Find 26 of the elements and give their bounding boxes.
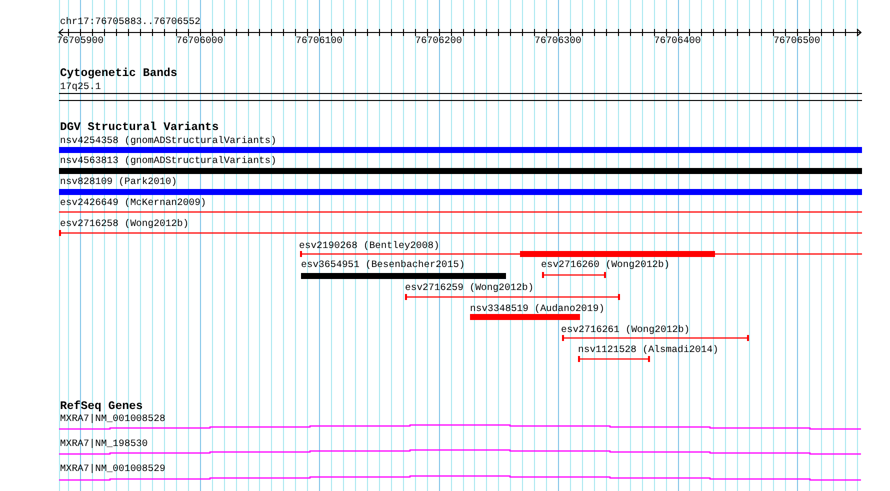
axis-tick-label: 76706300 [534,34,582,46]
axis-tick-label: 76706200 [415,34,462,46]
variant-label: esv2716261 (Wong2012b) [561,324,690,334]
variant-label: esv2716260 (Wong2012b) [541,259,670,270]
axis-tick-label: 76706000 [176,34,224,46]
gene-label: MXRA7|NM_001008528 [60,412,166,424]
variant-label: esv2716258 (Wong2012b) [60,218,189,228]
variant-label: esv2426649 (McKernan2009) [60,196,206,208]
axis-tick-label: 76706500 [773,34,820,46]
gene-label: MXRA7|NM_198530 [60,438,148,449]
gene-label: MXRA7|NM_001008529 [60,462,166,474]
variant-label: esv2716259 (Wong2012b) [405,282,534,293]
track-title: DGV Structural Variants [60,121,219,134]
variant-label: nsv3348519 (Audano2019) [470,303,605,314]
axis-tick-label: 76706100 [296,34,342,46]
variant-label: nsv1121528 (Alsmadi2014) [578,344,718,355]
band-label: 17q25.1 [60,80,101,92]
axis-tick-label: 76705900 [56,34,104,46]
variant-label: esv2190268 (Bentley2008) [299,240,440,250]
variant-label: nsv4563813 (gnomADStructuralVariants) [60,155,276,166]
coordinate-range: chr17:76705883..76706552 [60,16,200,28]
variant-label: nsv828109 (Park2010) [60,176,178,187]
track-title: RefSeq Genes [60,400,143,412]
variant-label: esv3654951 (Besenbacher2015) [301,259,465,270]
variant-label: nsv4254358 (gnomADStructuralVariants) [60,134,276,146]
axis-tick-label: 76706400 [654,34,701,46]
